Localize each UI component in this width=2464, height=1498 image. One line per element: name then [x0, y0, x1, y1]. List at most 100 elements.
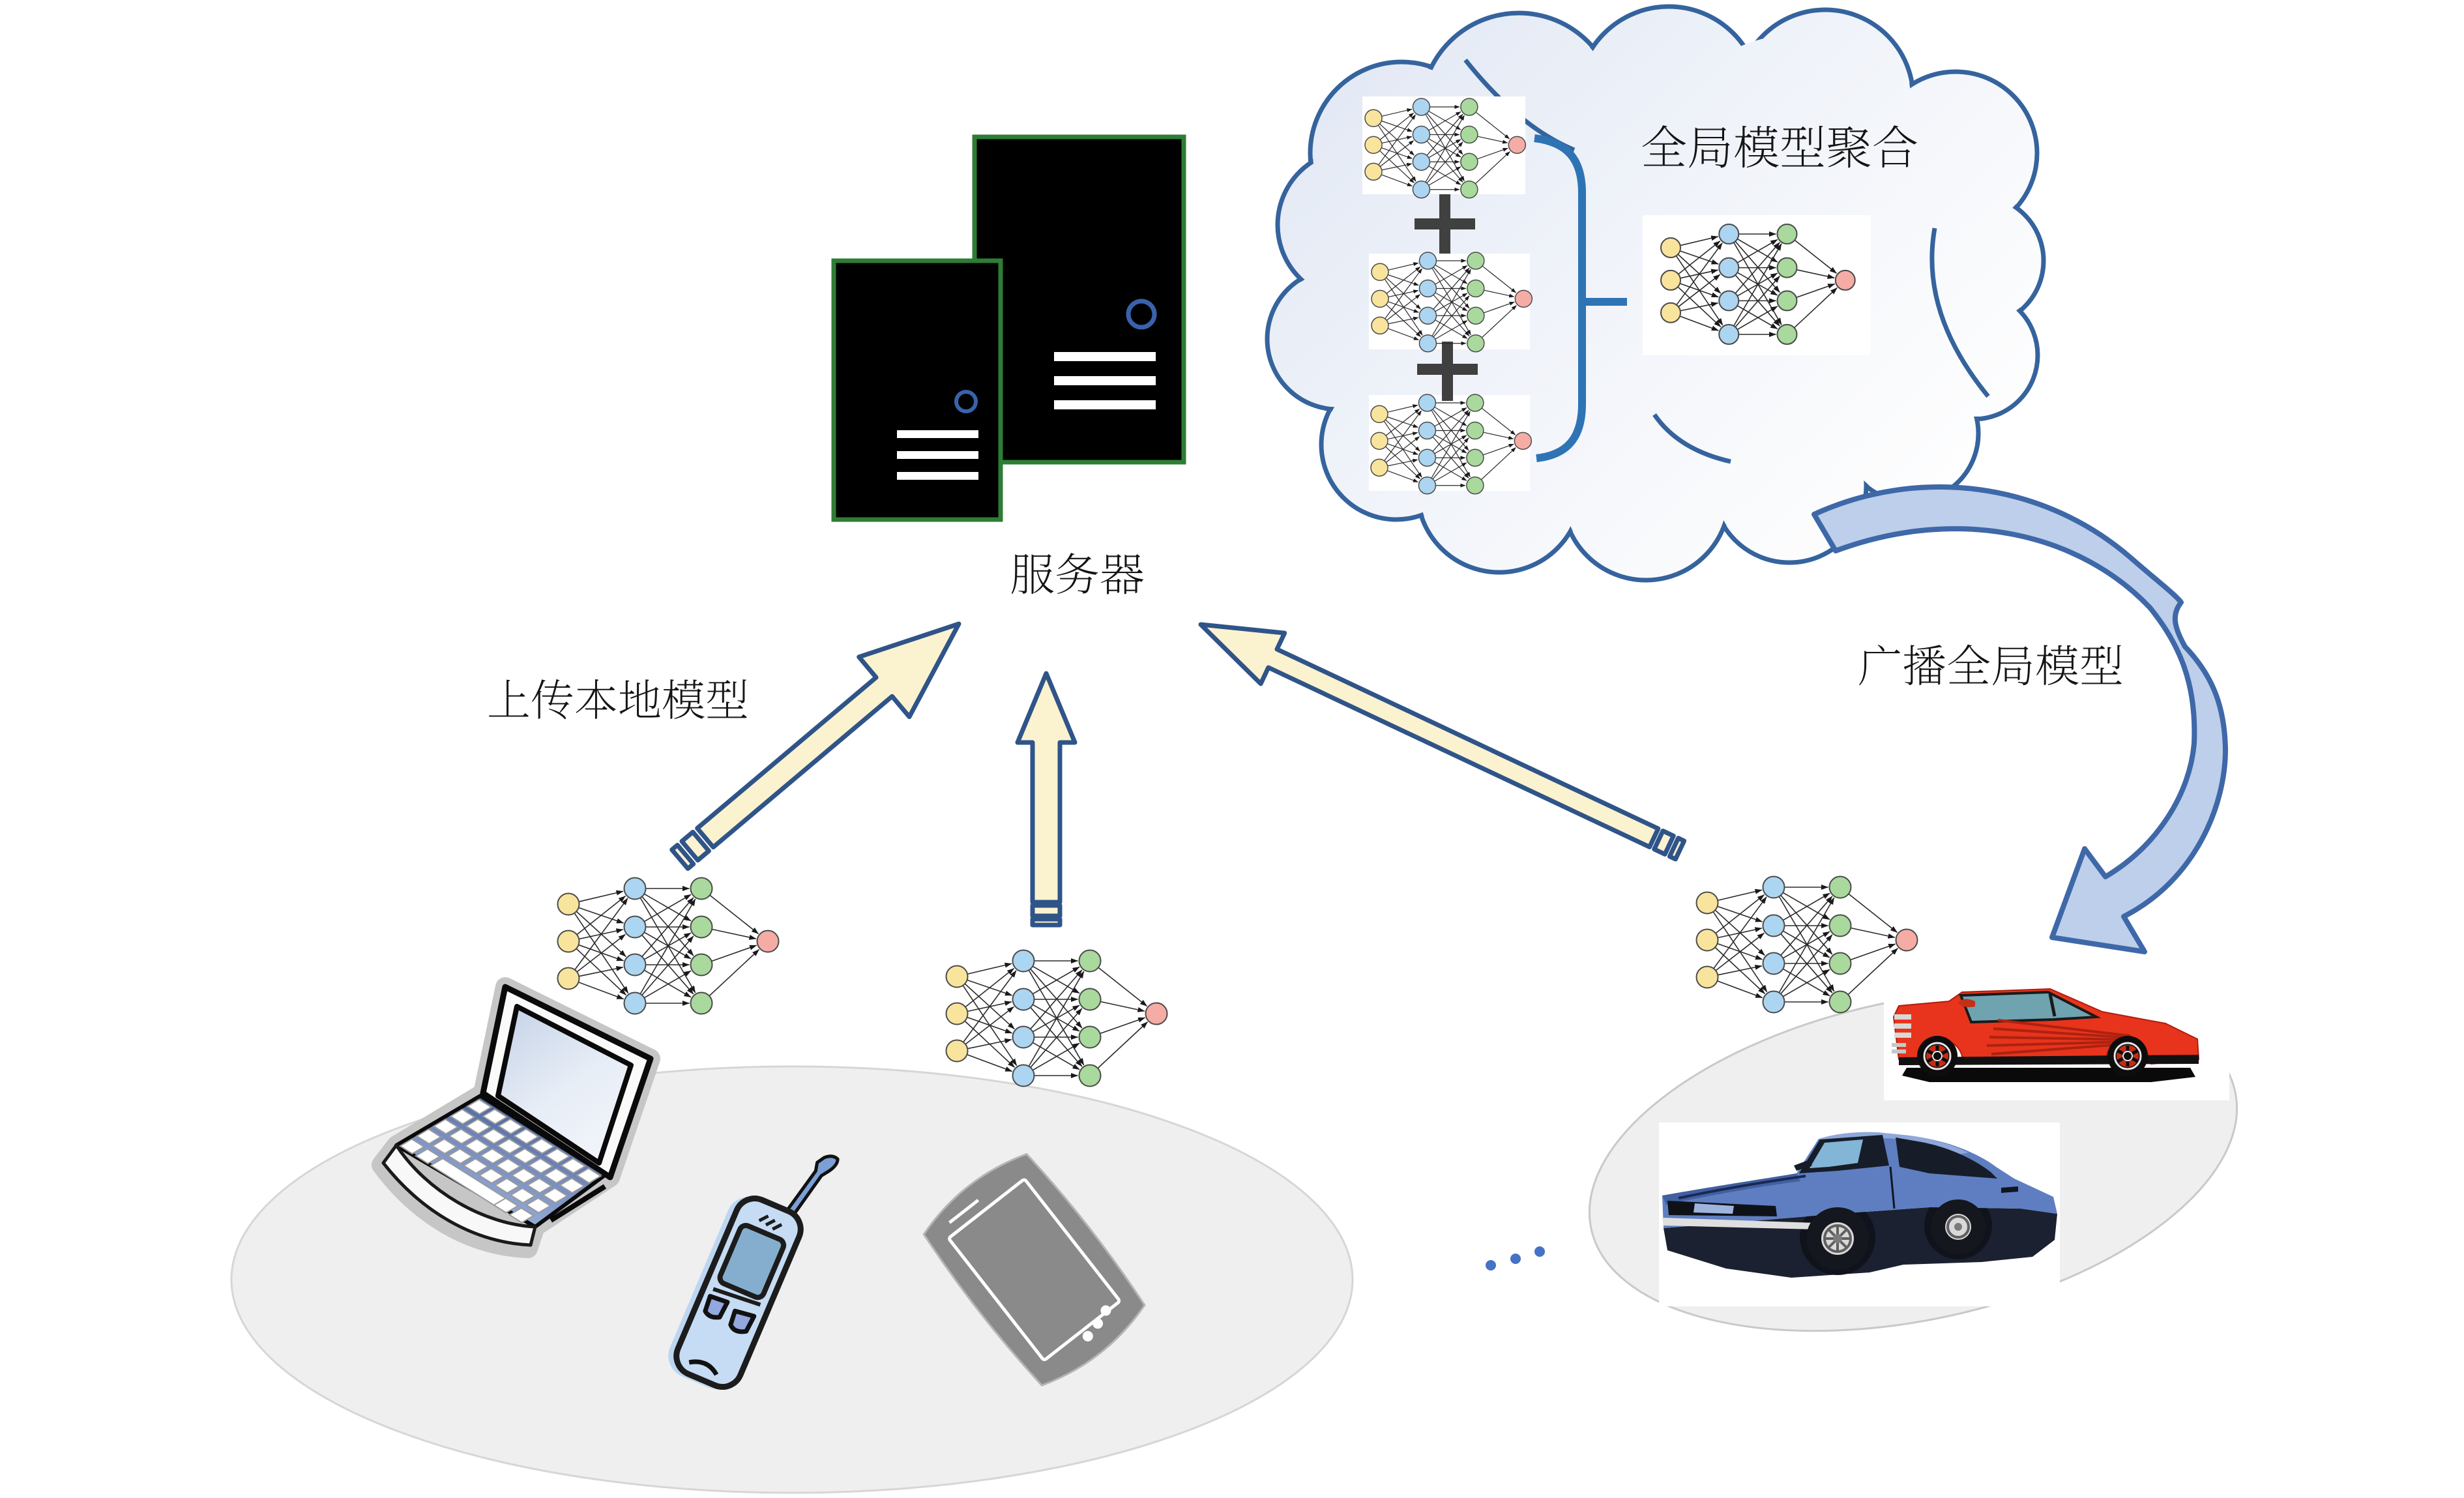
- nn-local-laptop: [557, 877, 780, 1015]
- nn-node: [1660, 237, 1681, 258]
- smartphone: [922, 1153, 1146, 1387]
- nn-node: [1078, 988, 1102, 1011]
- nn-node: [1514, 432, 1533, 450]
- laptop-key: [496, 1138, 523, 1154]
- nn-edge: [1431, 411, 1471, 478]
- nn-node: [1364, 162, 1383, 181]
- nn-edge: [1778, 897, 1835, 993]
- nn-edge: [643, 932, 692, 960]
- nn-node: [1762, 952, 1785, 975]
- nn-edge: [576, 933, 626, 973]
- server-vent: [897, 430, 978, 438]
- laptop-key: [415, 1128, 443, 1145]
- laptop: [372, 977, 660, 1258]
- nn-node: [1718, 290, 1740, 312]
- nn-edge: [1388, 262, 1419, 271]
- laptop-key: [478, 1168, 505, 1184]
- laptop-key: [431, 1138, 458, 1154]
- laptop-key: [508, 1207, 535, 1224]
- nn-edge: [1435, 319, 1468, 339]
- nn-node: [1412, 125, 1431, 144]
- laptop-key: [479, 1148, 506, 1164]
- nn-edge: [1796, 283, 1836, 299]
- laptop-key: [465, 1118, 491, 1135]
- nn-edge: [1434, 407, 1467, 427]
- arrow-shaft: [1198, 622, 1661, 849]
- server-vent: [1054, 352, 1156, 361]
- smartphone-earpiece: [948, 1199, 980, 1224]
- nn-node: [1466, 448, 1484, 467]
- car-wheel-front: [1806, 1207, 1869, 1270]
- nn-node: [1012, 988, 1035, 1011]
- device-zone: [230, 1065, 1354, 1494]
- laptop-key: [525, 1197, 552, 1214]
- car-side-window: [1896, 1138, 1997, 1179]
- car-pillar: [2048, 993, 2057, 1017]
- arrow-tail-stripe: [1030, 917, 1063, 928]
- car-window: [1959, 990, 2102, 1024]
- nn-edge: [967, 1038, 1012, 1050]
- nn-edge: [1484, 289, 1515, 298]
- server-label: [1011, 553, 1144, 595]
- nn-cloud-2: [1371, 252, 1533, 353]
- nn-edge: [1483, 432, 1514, 440]
- nn-edge: [578, 982, 624, 1000]
- nn-node: [1695, 965, 1719, 989]
- nn-node: [1460, 98, 1478, 116]
- nn-edge: [1733, 243, 1782, 327]
- nn-edge: [578, 890, 624, 902]
- upload-arrow-left: [669, 621, 961, 871]
- car-mirror: [1958, 999, 1975, 1008]
- nn-node: [1466, 476, 1484, 495]
- car-door-handle: [2001, 1186, 2018, 1193]
- laptop-key: [497, 1118, 524, 1135]
- nn-node: [1776, 224, 1798, 244]
- nn-node: [1466, 421, 1484, 440]
- nn-edge: [1385, 408, 1420, 436]
- nn-edge: [1850, 943, 1896, 961]
- nn-edge: [1433, 295, 1470, 338]
- car-hood-crease: [1678, 1175, 1806, 1199]
- nn-edge: [1428, 166, 1461, 186]
- cloud-inner-arc: [1652, 413, 1731, 464]
- nn-node: [1660, 302, 1681, 323]
- nn-edge: [1432, 437, 1469, 480]
- nn-node: [1695, 891, 1719, 915]
- car-windshield-glint: [1810, 1139, 1863, 1168]
- laptop-key: [493, 1177, 521, 1194]
- laptop-key: [575, 1168, 602, 1184]
- arrow-shaft: [695, 621, 961, 850]
- laptop-key: [512, 1128, 540, 1145]
- nn-edge: [965, 967, 1015, 1008]
- phone-button: [728, 1308, 757, 1334]
- nn-node: [1718, 257, 1740, 278]
- nn-edge: [1435, 292, 1468, 312]
- nn-edge: [1482, 265, 1516, 293]
- nn-edge: [1428, 166, 1461, 185]
- phone-screen: [717, 1222, 787, 1300]
- glyph-模: [1735, 125, 1779, 168]
- nn-edge: [1435, 265, 1468, 285]
- nn-node: [1828, 875, 1852, 899]
- nn-node: [690, 915, 713, 939]
- nn-node: [1762, 875, 1785, 899]
- nn-edge: [643, 894, 692, 922]
- nn-edge: [1476, 147, 1508, 160]
- nn-edge: [574, 898, 628, 971]
- nn-edge: [1432, 409, 1469, 451]
- aggregation-bracket: [1534, 134, 1627, 462]
- laptop-key: [448, 1128, 475, 1145]
- nn-edge: [1426, 113, 1463, 156]
- nn-node: [1828, 914, 1852, 937]
- nn-global: [1660, 224, 1856, 345]
- nn-edge: [1680, 235, 1719, 246]
- nn-node: [1370, 458, 1388, 477]
- nn-node: [945, 1002, 969, 1025]
- nn-edge: [1848, 893, 1898, 933]
- nn-edge: [1100, 1001, 1145, 1012]
- glyph-传: [531, 679, 573, 720]
- nn-edge: [1717, 980, 1763, 999]
- nn-edge: [641, 897, 694, 958]
- laptop-key: [528, 1138, 555, 1154]
- nn-edge: [967, 1054, 1013, 1072]
